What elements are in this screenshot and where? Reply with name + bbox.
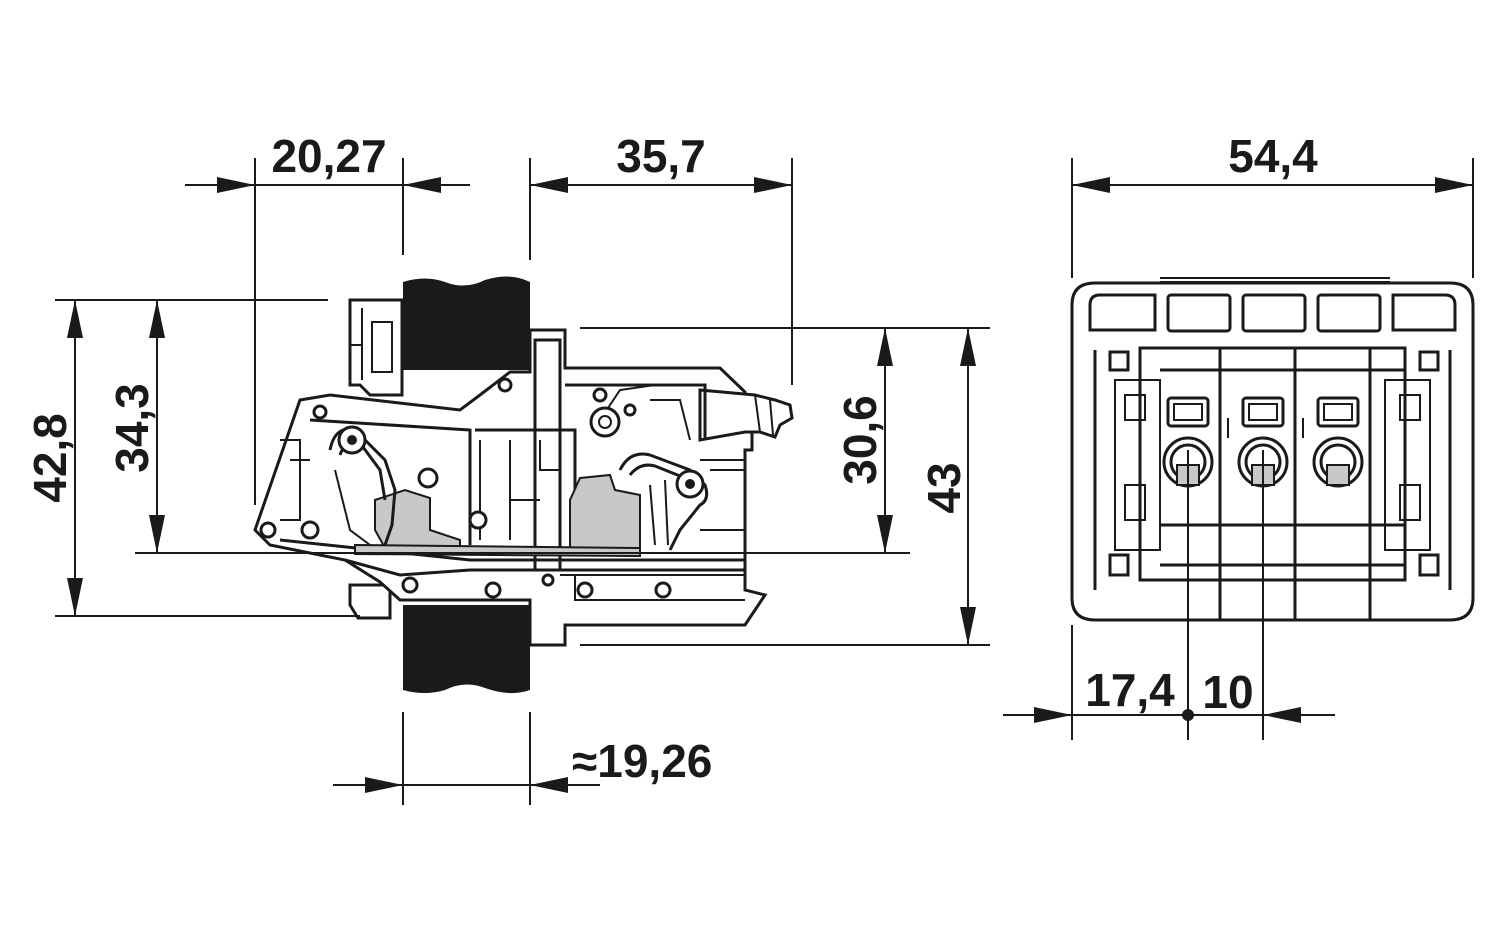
dim-front-width: 54,4 — [1228, 130, 1318, 182]
dim-height-right-inner: 30,6 — [834, 395, 886, 485]
rail-top — [403, 276, 530, 370]
left-bottom-housing — [348, 583, 392, 620]
dim-height-inner: 34,3 — [106, 383, 158, 473]
side-view — [253, 276, 794, 694]
rail-bottom — [403, 605, 530, 694]
dim-height-outer: 42,8 — [24, 413, 76, 503]
left-top-housing — [348, 298, 404, 397]
dim-bottom-width: ≈19,26 — [572, 735, 712, 787]
terminal-3 — [1312, 396, 1364, 488]
dim-pitch: 10 — [1202, 666, 1253, 718]
front-view — [1070, 277, 1475, 740]
contact-left — [374, 488, 461, 554]
dim-front-offset: 17,4 — [1085, 664, 1175, 716]
spring-clamp-right — [618, 452, 709, 551]
dim-height-right-outer: 43 — [918, 462, 970, 513]
dimension-lines — [55, 158, 1474, 805]
contact-right — [569, 473, 641, 554]
actuator-lever — [698, 388, 794, 442]
dim-side-width-left: 20,27 — [271, 130, 386, 182]
dim-side-width-right: 35,7 — [616, 130, 706, 182]
